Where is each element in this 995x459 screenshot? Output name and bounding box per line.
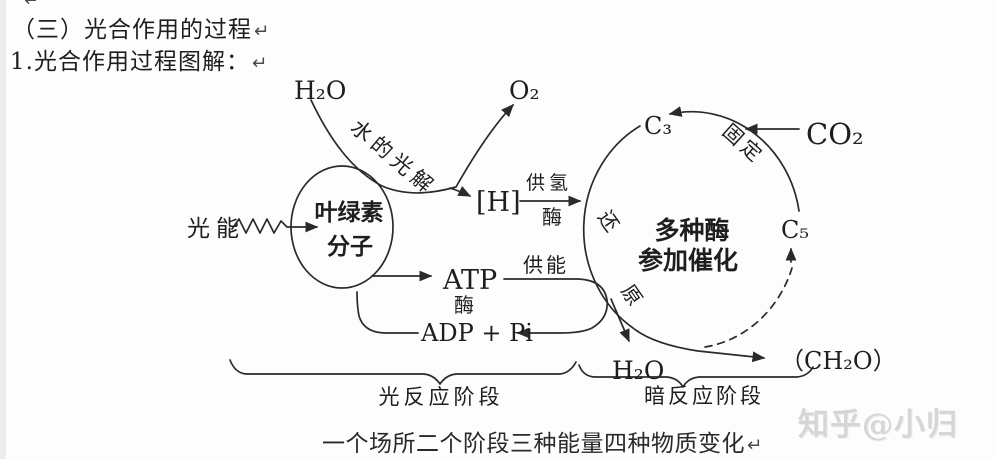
section-heading-text: （三）光合作用的过程 bbox=[12, 17, 252, 43]
c5-label: C₅ bbox=[781, 216, 809, 244]
h2o-product-label: H₂O bbox=[612, 356, 664, 385]
chlorophyll-label-line2: 分子 bbox=[327, 233, 373, 260]
light-energy-zigzag-arrow bbox=[231, 218, 319, 234]
dark-stage-brace bbox=[578, 364, 814, 388]
enzymes-label-line1: 多种酶 bbox=[654, 216, 729, 245]
water-photolysis-curve bbox=[310, 99, 514, 194]
paragraph-mark-icon: ↵ bbox=[24, 0, 40, 11]
cycle-left-arc-to-ch2o bbox=[582, 125, 766, 363]
light-stage-label: 光反应阶段 bbox=[379, 385, 504, 409]
water-photolysis-label: 水的光解 bbox=[346, 115, 441, 200]
summary-caption-text: 一个场所二个阶段三种能量四种物质变化 bbox=[322, 431, 745, 457]
co2-label: CO₂ bbox=[806, 117, 864, 151]
atp-enzyme-label: 酶 bbox=[454, 293, 474, 317]
arrow-to-h2o-product bbox=[610, 298, 630, 343]
hydrogen-enzyme-label: 酶 bbox=[542, 205, 562, 229]
arrow-to-h-carrier bbox=[449, 185, 472, 197]
h-carrier-label: [H] bbox=[476, 187, 521, 218]
light-energy-label: 光能 bbox=[187, 216, 245, 242]
light-stage-brace bbox=[229, 359, 577, 385]
adp-pi-label: ADP + Pi bbox=[420, 319, 533, 347]
paragraph-mark-icon: ↵ bbox=[254, 21, 271, 42]
h2o-reactant-label: H₂O bbox=[294, 76, 346, 105]
subsection-heading: 1.光合作用过程图解：↵ bbox=[10, 42, 268, 76]
o2-product-label: O₂ bbox=[509, 76, 540, 105]
subsection-heading-text: 1.光合作用过程图解： bbox=[10, 49, 250, 75]
summary-caption: 一个场所二个阶段三种能量四种物质变化↵ bbox=[322, 424, 763, 458]
paragraph-mark-icon: ↵ bbox=[251, 53, 269, 74]
watermark: 知乎@小归 bbox=[798, 407, 958, 443]
ch2o-product-label: （CH₂O） bbox=[780, 347, 897, 375]
cycle-dashed-arc bbox=[704, 267, 793, 348]
energy-supply-label: 供能 bbox=[523, 253, 569, 277]
c3-label: C₃ bbox=[644, 112, 672, 140]
reduction-label-char1: 还 bbox=[593, 206, 624, 236]
scan-edge-strip bbox=[0, 0, 6, 459]
section-heading: （三）光合作用的过程↵ bbox=[12, 10, 270, 44]
atp-label: ATP bbox=[442, 265, 497, 296]
chlorophyll-label-line1: 叶绿素 bbox=[315, 199, 384, 226]
paragraph-mark-icon: ↵ bbox=[747, 435, 763, 456]
hydrogen-supply-label: 供氢 bbox=[526, 172, 572, 194]
enzymes-label-line2: 参加催化 bbox=[638, 246, 738, 275]
dark-stage-label: 暗反应阶段 bbox=[644, 384, 764, 408]
reduction-label-char2: 原 bbox=[616, 280, 647, 310]
energy-supply-loop-left bbox=[356, 291, 419, 334]
